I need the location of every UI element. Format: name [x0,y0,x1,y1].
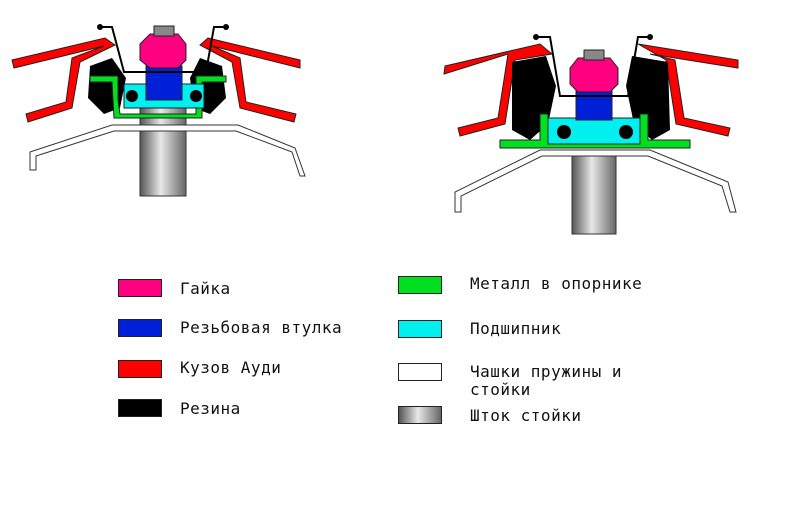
legend-label-metal: Металл в опорнике [470,274,643,293]
legend-label-threaded-bushing: Резьбовая втулка [180,318,343,337]
legend-label-spring-cups: Чашки пружины и стойки [470,362,622,399]
right-bearing-ball-left [557,125,571,139]
right-wire-end-right [647,34,653,40]
legend-swatch-rubber [118,399,162,417]
left-spring-cup [29,124,306,177]
left-rubber-left [88,58,126,114]
right-wire-end-left [533,34,539,40]
left-nut [139,33,187,69]
left-audi-body-left [11,37,116,123]
legend-swatch-threaded-bushing [118,319,162,337]
legend-swatch-audi-body [118,360,162,378]
legend-swatch-strut-rod [398,406,442,424]
strut-mount-diagram [11,24,739,235]
right-strut-rod [571,149,617,235]
legend-label-nut: Гайка [180,279,231,298]
legend-label-rubber: Резина [180,399,241,418]
legend-label-audi-body: Кузов Ауди [180,358,282,377]
left-wire-end-right [223,24,229,30]
right-bolt-thread [583,49,605,61]
left-bolt-thread [153,25,175,37]
legend-swatch-bearing [398,320,442,338]
legend-swatch-nut [118,279,162,297]
left-wire-end-left [97,24,103,30]
legend-swatch-metal [398,276,442,294]
right-assembly [443,34,739,235]
legend-swatch-spring-cups [398,363,442,381]
legend-label-strut-rod: Шток стойки [470,406,582,425]
left-audi-body-right [199,37,301,123]
left-assembly [11,24,306,197]
right-audi-body-left [443,43,554,137]
legend-label-bearing: Подшипник [470,319,562,338]
right-top-cup [536,36,650,97]
left-top-cup [100,26,226,73]
left-strut-rod [139,107,187,197]
right-nut [569,57,619,93]
right-spring-cup [454,149,737,213]
right-audi-body-right [637,43,739,137]
left-bearing-ball-left [126,90,138,102]
right-bearing-ball-right [619,125,633,139]
left-bearing-ball-right [190,90,202,102]
right-threaded-bushing [575,89,613,121]
